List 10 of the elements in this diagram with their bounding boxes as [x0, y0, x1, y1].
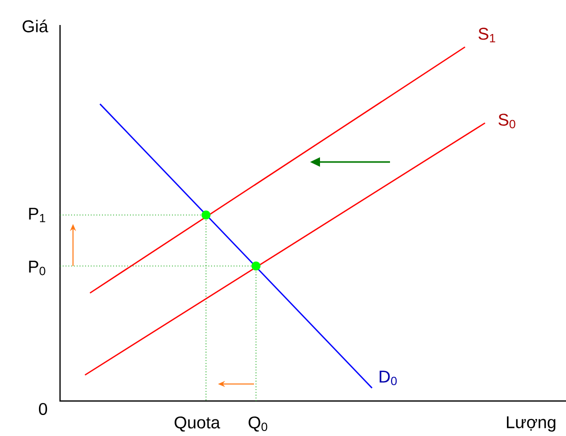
quantity-label: Q$_{0}$: [248, 416, 268, 432]
curve-label: S$_{0}$: [498, 114, 516, 128]
curve-label: D$_{0}$: [380, 370, 397, 386]
curve-label: S$_{1}$: [478, 28, 496, 42]
axis-label: Lượng: [506, 416, 556, 432]
price-label: P$_{1}$: [29, 208, 46, 222]
axis-label: Giá: [22, 20, 48, 32]
origin-label: 0: [38, 402, 48, 416]
quantity-label: Quota: [174, 416, 220, 432]
price-label: P$_{0}$: [29, 260, 46, 276]
